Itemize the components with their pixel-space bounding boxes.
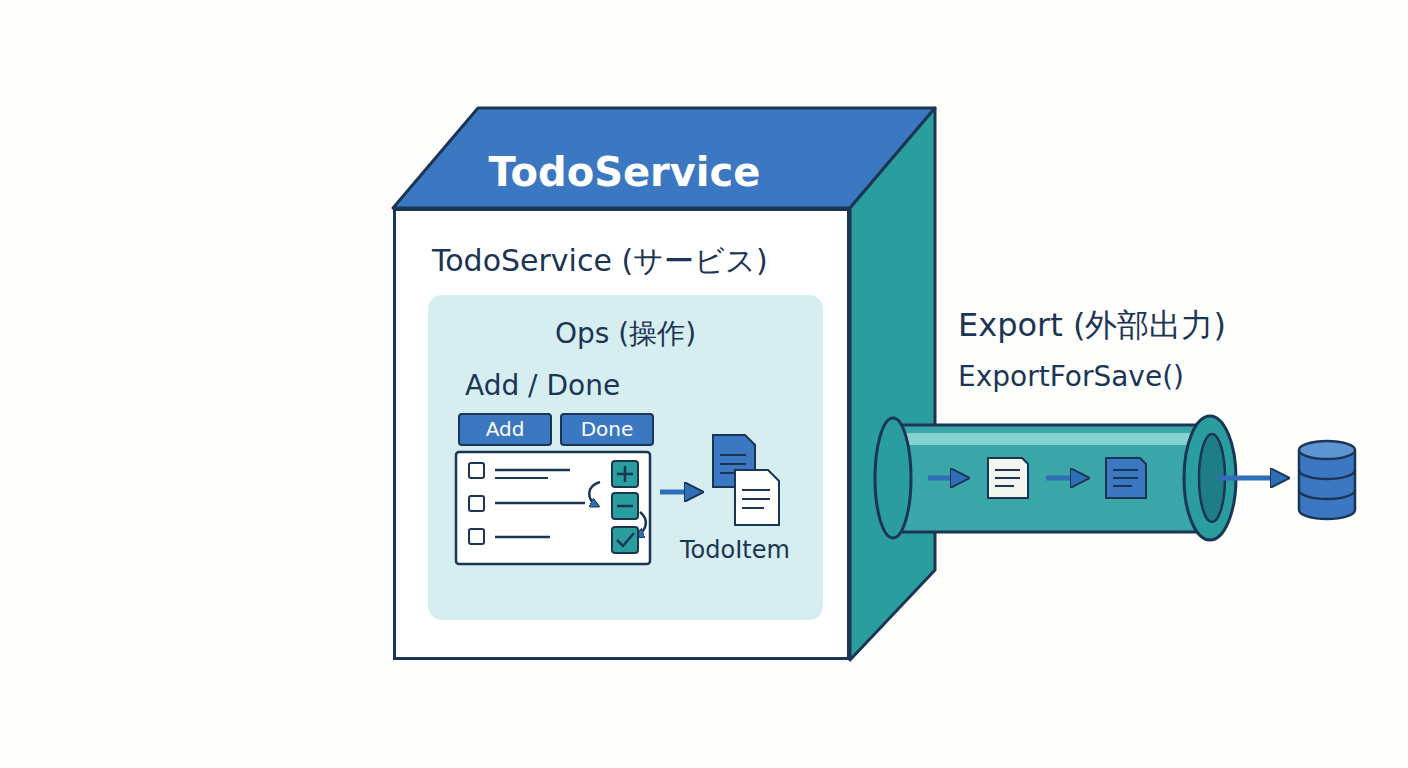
add-button: Add xyxy=(458,413,552,446)
cube-top-face xyxy=(393,108,935,208)
service-box: TodoServiceTodoService (サービス)Ops (操作)Add… xyxy=(393,208,850,660)
export-pipe xyxy=(875,416,1286,540)
database-symbol xyxy=(1299,441,1355,519)
cube-side-face xyxy=(850,108,935,660)
node-heading: TodoService xyxy=(396,149,853,195)
node-heading: Done xyxy=(562,415,652,444)
node-text: Add / Done xyxy=(465,369,620,402)
node-heading: Ops (操作) xyxy=(428,315,823,353)
node-text: ExportForSave() xyxy=(958,360,1184,393)
node-heading: Add xyxy=(460,415,550,444)
done-button: Done xyxy=(560,413,654,446)
item-label: TodoItem xyxy=(680,536,790,564)
ops-box: Ops (操作) Add / DoneAdd Done xyxy=(428,295,823,620)
node-heading: Export (外部出力) xyxy=(958,304,1226,348)
export-pipe-node: Export (外部出力) ExportForSave() xyxy=(875,300,1275,540)
node-text: TodoService (サービス) xyxy=(432,241,768,282)
